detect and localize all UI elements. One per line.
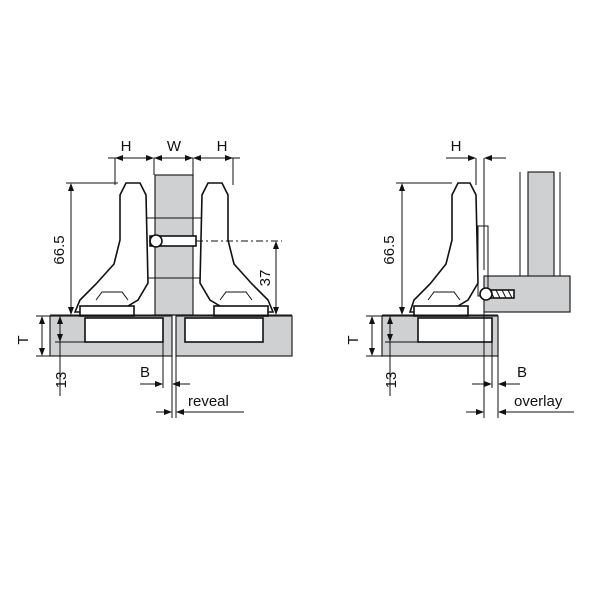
right-label-overlay: overlay [514,393,563,410]
r-dim-13-arrow-bottom [387,334,393,342]
reveal-arrow-left [164,409,172,415]
overlay-hinge-arm [408,182,479,313]
h-right-arrow [193,155,201,161]
overlay-hinge-detail [427,291,461,301]
left-label-reveal: reveal [188,393,229,410]
r-dim-13-arrow-top [387,316,393,324]
overlay-hinge-cup [417,317,493,343]
overlay-arrow-left [476,409,484,415]
r-b-arrow-left [484,381,492,387]
left-dim-13-label: 13 [53,372,70,389]
r-h-arrow-left [468,155,476,161]
left-label-w: W [167,138,182,155]
dim-665-arrow-bottom [68,307,74,315]
h-left-arrow-2 [115,155,123,161]
dim-13-arrow-bottom [57,334,63,342]
right-hinge-detail [219,291,253,301]
left-hinge-base [79,305,135,317]
left-hinge-cup [84,317,164,343]
left-dim-37-label: 37 [257,270,274,287]
right-dim-665-label: 66.5 [381,235,398,264]
left-dim-665-label: 66.5 [51,235,68,264]
r-dim-665-arrow-top [399,183,405,191]
r-h-arrow-right [484,155,492,161]
dim-37-arrow-top [273,241,279,249]
overlay-hinge-base [413,305,469,317]
overlay-arrow-right [498,409,506,415]
t-arrow-top [39,316,45,324]
left-label-t: T [15,335,32,344]
left-hinge-arm [73,182,149,313]
overlay-screw-thread [489,289,513,299]
r-b-arrow-right [498,381,506,387]
right-dim-13-label: 13 [383,372,400,389]
right-label-b: B [517,364,527,381]
left-label-b: B [140,364,150,381]
h-right-arrow-2 [225,155,233,161]
t-arrow-bottom [39,348,45,356]
left-label-h-right: H [217,138,228,155]
right-hinge-cup [184,317,264,343]
right-hinge-arm [199,182,275,313]
overlay-screw-head [479,287,493,301]
left-figure: 66.5 37 H W H T 13 [15,138,293,418]
w-arrow-left [154,155,162,161]
dim-37-arrow-bottom [273,307,279,315]
right-hinge-base [213,305,269,317]
b-arrow-left [155,381,163,387]
left-label-h-left: H [121,138,132,155]
right-figure: H 66.5 T 13 B overlay [345,138,574,418]
screw-head [149,234,163,248]
right-label-h: H [451,138,462,155]
r-t-arrow-bottom [369,348,375,356]
left-hinge-detail [95,291,129,301]
w-arrow-right [185,155,193,161]
reveal-arrow-right [176,409,184,415]
right-label-t: T [345,335,362,344]
r-dim-665-arrow-bottom [399,307,405,315]
r-t-arrow-top [369,316,375,324]
dim-13-arrow-top [57,316,63,324]
h-left-arrow [146,155,154,161]
dim-665-arrow-top [68,183,74,191]
